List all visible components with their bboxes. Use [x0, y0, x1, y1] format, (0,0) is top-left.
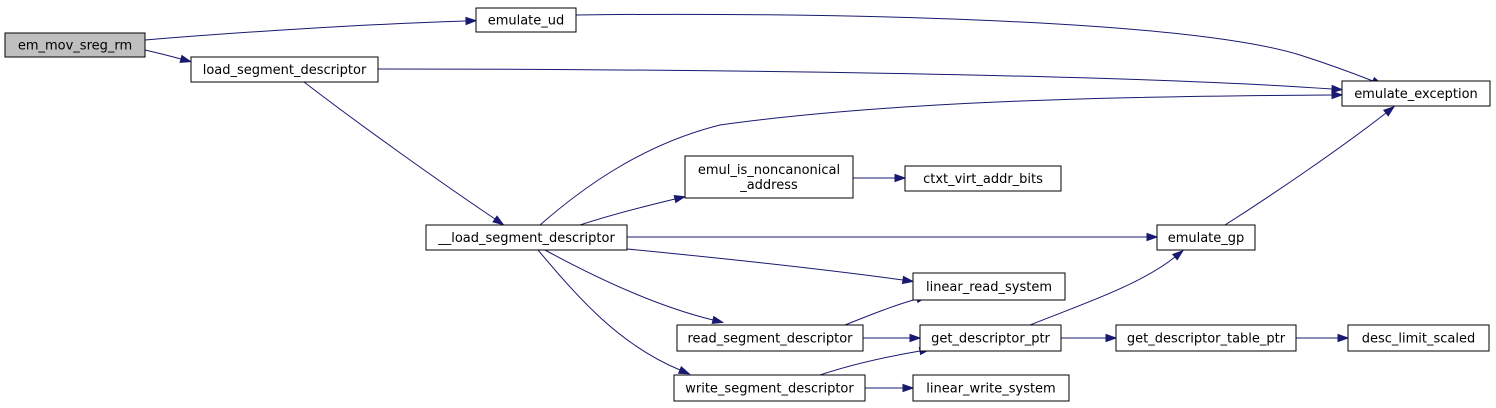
edge-load-segment-descriptor-to-emulate-exception: [377, 68, 1344, 94]
node-label: emulate_ud: [488, 14, 565, 29]
edge-line: [537, 249, 681, 371]
node-label: emulate_exception: [1354, 87, 1478, 102]
node-box: [904, 165, 1062, 192]
arrowhead: [1337, 333, 1350, 343]
node-box: [1156, 224, 1256, 251]
edge-line: [377, 68, 1333, 90]
edge-load-segment-descriptor-to-linear-read-system: [626, 248, 915, 285]
edge-load-segment-descriptor-to-load-segment-descriptor: [303, 81, 505, 226]
edge-line: [844, 298, 918, 326]
edge-em-mov-sreg-rm-to-emulate-ud: [144, 16, 478, 41]
edge-write-segment-descriptor-to-get-descriptor-ptr: [819, 346, 932, 376]
node-label: read_segment_descriptor: [687, 332, 853, 347]
node-write-segment-descriptor[interactable]: write_segment_descriptor: [673, 374, 866, 402]
node-label: emul_is_noncanonical: [698, 163, 840, 178]
edge-line: [579, 198, 676, 226]
node-label: get_descriptor_ptr: [931, 332, 1050, 347]
arrowhead: [492, 215, 505, 226]
edge-line: [575, 13, 1374, 82]
arrowhead: [1146, 232, 1159, 242]
edge-emulate-ud-to-emulate-exception: [575, 13, 1384, 86]
edge-get-descriptor-table-ptr-to-desc-limit-scaled: [1295, 333, 1350, 343]
node-load-segment-descriptor[interactable]: __load_segment_descriptor: [425, 224, 628, 251]
edges-layer: [144, 13, 1396, 393]
arrowhead: [1382, 105, 1396, 117]
node-box: [475, 7, 577, 33]
arrowhead: [179, 54, 193, 63]
arrowhead: [465, 16, 478, 26]
arrowhead: [909, 333, 922, 343]
edge-line: [144, 49, 182, 60]
edge-write-segment-descriptor-to-linear-write-system: [864, 383, 915, 393]
edge-load-segment-descriptor-to-emulate-exception: [539, 90, 1344, 226]
node-linear-read-system[interactable]: linear_read_system: [912, 272, 1066, 301]
node-read-segment-descriptor[interactable]: read_segment_descriptor: [676, 324, 864, 352]
node-box: [4, 32, 146, 58]
node-emulate-ud[interactable]: emulate_ud: [475, 7, 577, 33]
node-box: [919, 324, 1062, 352]
node-get-descriptor-ptr[interactable]: get_descriptor_ptr: [919, 324, 1062, 352]
edge-em-mov-sreg-rm-to-load-segment-descriptor: [144, 49, 193, 63]
node-box: [673, 374, 866, 402]
arrowhead: [901, 275, 915, 285]
edge-line: [819, 350, 921, 376]
edge-get-descriptor-ptr-to-emulate-gp: [1029, 249, 1184, 326]
node-get-descriptor-table-ptr[interactable]: get_descriptor_table_ptr: [1115, 324, 1297, 352]
node-box: [684, 155, 854, 199]
arrowhead: [1331, 84, 1344, 94]
node-label: _address: [739, 178, 798, 193]
edge-read-segment-descriptor-to-get-descriptor-ptr: [862, 333, 922, 343]
edge-emulate-gp-to-emulate-exception: [1224, 105, 1396, 226]
node-linear-write-system[interactable]: linear_write_system: [912, 374, 1070, 402]
node-label: ctxt_virt_addr_bits: [923, 172, 1043, 187]
node-label: load_segment_descriptor: [203, 63, 367, 78]
node-load-segment-descriptor[interactable]: load_segment_descriptor: [190, 56, 379, 83]
node-label: get_descriptor_table_ptr: [1127, 332, 1286, 347]
node-label: __load_segment_descriptor: [437, 231, 615, 246]
edge-load-segment-descriptor-to-write-segment-descriptor: [537, 249, 691, 375]
arrowhead: [677, 365, 691, 375]
node-ctxt-virt-addr-bits[interactable]: ctxt_virt_addr_bits: [904, 165, 1062, 192]
edge-line: [144, 20, 467, 41]
arrowhead: [1171, 249, 1184, 261]
edge-load-segment-descriptor-to-emulate-gp: [627, 232, 1159, 242]
node-emulate-gp[interactable]: emulate_gp: [1156, 224, 1256, 251]
node-label: linear_write_system: [926, 382, 1055, 397]
edge-load-segment-descriptor-to-read-segment-descriptor: [544, 249, 725, 324]
node-label: linear_read_system: [926, 280, 1052, 295]
edge-emul-is-noncanonical-address-to-ctxt-virt-addr-bits: [853, 173, 907, 183]
edge-line: [544, 249, 714, 321]
node-em-mov-sreg-rm[interactable]: em_mov_sreg_rm: [4, 32, 146, 58]
edge-load-segment-descriptor-to-emul-is-noncanonical-address: [579, 195, 687, 226]
node-box: [912, 374, 1070, 402]
arrowhead: [673, 195, 687, 204]
arrowhead: [711, 315, 725, 324]
edge-line: [626, 248, 904, 281]
edge-line: [1224, 112, 1387, 226]
arrowhead: [1105, 333, 1118, 343]
node-box: [1347, 324, 1490, 352]
node-box: [676, 324, 864, 352]
arrowhead: [1331, 90, 1344, 100]
node-box: [912, 272, 1066, 301]
node-emul-is-noncanonical-address[interactable]: emul_is_noncanonical_address: [684, 155, 854, 199]
node-box: [1115, 324, 1297, 352]
node-label: emulate_gp: [1168, 231, 1245, 246]
edge-line: [303, 81, 496, 220]
edge-line: [539, 94, 1333, 226]
node-box: [190, 56, 379, 83]
node-label: write_segment_descriptor: [685, 382, 854, 397]
nodes-layer: em_mov_sreg_rm emulate_ud load_segment_des…: [4, 7, 1491, 402]
edge-get-descriptor-ptr-to-get-descriptor-table-ptr: [1060, 333, 1118, 343]
node-box: [425, 224, 628, 251]
node-desc-limit-scaled[interactable]: desc_limit_scaled: [1347, 324, 1490, 352]
edge-line: [1029, 256, 1176, 326]
node-emulate-exception[interactable]: emulate_exception: [1341, 80, 1491, 107]
arrowhead: [902, 383, 915, 393]
node-label: em_mov_sreg_rm: [18, 39, 132, 54]
node-label: desc_limit_scaled: [1362, 332, 1476, 347]
arrowhead: [894, 173, 907, 183]
node-box: [1341, 80, 1491, 107]
